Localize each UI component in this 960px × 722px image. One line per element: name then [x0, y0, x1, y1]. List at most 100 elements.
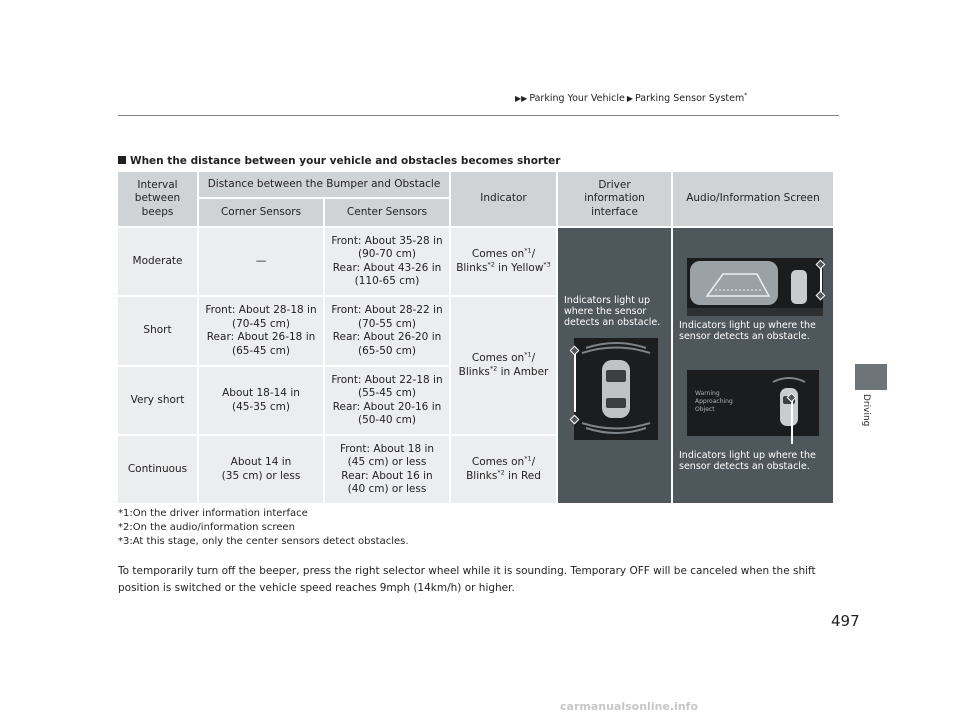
- distance-text: (45-35 cm): [231, 400, 291, 413]
- callout-line: [574, 352, 576, 412]
- header-interval: Interval between beeps: [118, 172, 197, 226]
- indicator-line: Comes on*1/: [471, 350, 536, 366]
- breadcrumb-parking-sensor-system: Parking Sensor System: [634, 93, 745, 104]
- audio-screen-panel: Indicators light up where the sensor det…: [673, 228, 833, 503]
- row-moderate-indicator: Comes on*1/ Blinks*2 in Yellow*3: [451, 228, 556, 295]
- row-continuous-center: Front: About 18 in (45 cm) or less Rear:…: [325, 436, 449, 503]
- header-rule: [118, 115, 839, 116]
- car-top-view-icon: [772, 377, 806, 426]
- distance-text: (40 cm) or less: [347, 483, 427, 495]
- footnote-ref: *1: [524, 454, 532, 463]
- distance-text: (45 cm) or less: [347, 456, 427, 468]
- indicator-line: Comes on*1/: [471, 454, 536, 470]
- row-short-corner: Front: About 28-18 in (70-45 cm) Rear: A…: [199, 297, 323, 365]
- indicator-text: in Amber: [497, 365, 549, 378]
- warning-screen-illustration: Warning Approaching Object: [687, 370, 819, 436]
- distance-text: (90-70 cm): [357, 248, 417, 260]
- warning-label: Object: [695, 406, 715, 413]
- arrow-icon: ▶▶: [515, 94, 528, 103]
- indicator-text: /: [531, 248, 536, 260]
- warning-label: Warning: [695, 390, 720, 397]
- row-veryshort-corner: About 18-14 in (45-35 cm): [199, 367, 323, 434]
- row-veryshort-center: Front: About 22-18 in (55-45 cm) Rear: A…: [325, 367, 449, 434]
- option-mark: *: [744, 91, 748, 99]
- indicator-text: Comes on: [471, 456, 525, 468]
- distance-text: Rear: About 43-26 in: [332, 261, 442, 274]
- driver-info-caption: Indicators light up where the sensor det…: [564, 295, 660, 328]
- distance-text: (70-55 cm): [357, 317, 417, 330]
- footnote-ref: *3: [543, 260, 551, 268]
- distance-text: (35 cm) or less: [221, 469, 301, 482]
- audio-caption-bottom: Indicators light up where the sensor det…: [679, 450, 816, 472]
- callout-line: [820, 266, 822, 296]
- distance-text: (110-65 cm): [354, 275, 420, 287]
- row-moderate-interval: Moderate: [118, 228, 197, 295]
- footnote-ref: *2: [487, 260, 495, 268]
- distance-text: Rear: About 26-18 in: [206, 331, 316, 343]
- camera-screen-illustration: [687, 258, 823, 316]
- row-continuous-indicator: Comes on*1/ Blinks*2 in Red: [451, 436, 556, 503]
- footnote-ref: *2: [497, 468, 505, 476]
- square-bullet-icon: [118, 156, 126, 164]
- distance-text: (50-40 cm): [357, 414, 417, 426]
- distance-text: (65-45 cm): [231, 344, 291, 357]
- driver-display-illustration: [574, 338, 658, 440]
- distance-text: Rear: About 16 in: [341, 469, 433, 482]
- body-paragraph: To temporarily turn off the beeper, pres…: [118, 565, 816, 594]
- row-veryshort-interval: Very short: [118, 367, 197, 434]
- page-number: 497: [831, 612, 860, 630]
- breadcrumb: ▶▶Parking Your Vehicle▶Parking Sensor Sy…: [513, 91, 748, 104]
- indicator-text: /: [531, 456, 536, 468]
- footnote-ref: *2: [489, 364, 498, 372]
- row-short-verys-indicator: Comes on*1/ Blinks*2 in Amber: [451, 297, 556, 434]
- distance-text: (55-45 cm): [357, 387, 417, 399]
- header-distance: Distance between the Bumper and Obstacle: [199, 172, 449, 197]
- footnote-1: *1:On the driver information interface: [118, 508, 308, 519]
- distance-text: Front: About 28-18 in: [205, 304, 317, 316]
- caption-line: where the sensor: [564, 306, 647, 317]
- footnote-3: *3:At this stage, only the center sensor…: [118, 536, 409, 547]
- indicator-line: Blinks*2 in Amber: [458, 364, 549, 380]
- section-heading: When the distance between your vehicle a…: [118, 155, 560, 167]
- footnote-2: *2:On the audio/information screen: [118, 522, 295, 533]
- audio-caption-top: Indicators light up where the sensor det…: [679, 320, 816, 342]
- chapter-tab: [855, 364, 887, 390]
- caption-line: detects an obstacle.: [564, 317, 661, 328]
- indicator-text: /: [531, 352, 536, 364]
- warning-screen-text: Warning Approaching Object: [695, 390, 733, 414]
- distance-text: About 14 in: [230, 456, 292, 468]
- distance-text: Rear: About 20-16 in: [332, 400, 442, 413]
- indicator-text: Blinks: [458, 365, 490, 378]
- caption-line: Indicators light up where the: [679, 320, 816, 331]
- row-short-interval: Short: [118, 297, 197, 365]
- driver-info-panel: Indicators light up where the sensor det…: [558, 228, 671, 503]
- row-short-center: Front: About 28-22 in (70-55 cm) Rear: A…: [325, 297, 449, 365]
- distance-text: Front: About 22-18 in: [331, 373, 443, 386]
- indicator-line: Blinks*2 in Red: [466, 468, 541, 484]
- callout-line: [791, 400, 793, 444]
- caption-line: sensor detects an obstacle.: [679, 461, 810, 472]
- distance-text: Front: About 18 in: [339, 442, 435, 455]
- distance-text: Rear: About 26-20 in: [332, 331, 442, 343]
- section-heading-text: When the distance between your vehicle a…: [130, 155, 561, 167]
- caption-line: Indicators light up where the: [679, 450, 816, 461]
- chapter-label: Driving: [861, 394, 871, 427]
- header-corner-sensors: Corner Sensors: [199, 199, 323, 226]
- indicator-text: Blinks: [466, 469, 498, 482]
- header-driver-info: Driver information interface: [558, 172, 671, 226]
- distance-text: (65-50 cm): [357, 344, 417, 357]
- footnote-ref: *1: [524, 246, 532, 255]
- indicator-text: Comes on: [471, 248, 525, 260]
- indicator-text: in Yellow: [494, 261, 544, 274]
- header-indicator: Indicator: [451, 172, 556, 226]
- row-moderate-center: Front: About 35-28 in (90-70 cm) Rear: A…: [325, 228, 449, 295]
- distance-text: (70-45 cm): [231, 317, 291, 330]
- row-moderate-corner: —: [199, 228, 323, 295]
- arrow-icon: ▶: [626, 94, 633, 103]
- footnote-ref: *1: [524, 350, 532, 359]
- header-audio-screen: Audio/Information Screen: [673, 172, 833, 226]
- indicator-text: Comes on: [471, 352, 525, 364]
- caption-line: sensor detects an obstacle.: [679, 331, 810, 342]
- indicator-line: Blinks*2 in Yellow*3: [456, 260, 551, 276]
- header-center-sensors: Center Sensors: [325, 199, 449, 226]
